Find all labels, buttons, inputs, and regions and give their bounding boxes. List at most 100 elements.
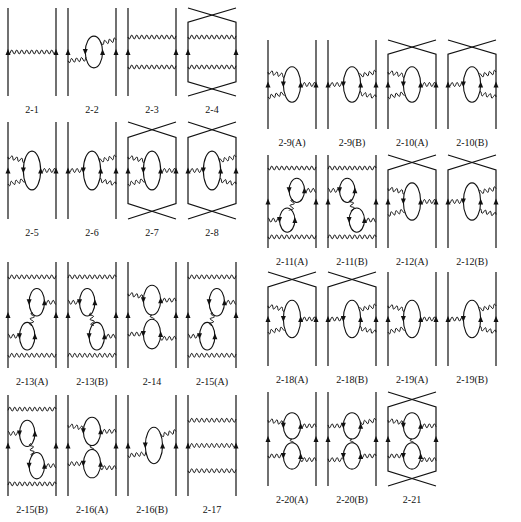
- arrowhead: [21, 168, 26, 174]
- interaction-line: [100, 178, 116, 185]
- particle-hole-bubble: [200, 322, 215, 350]
- arrowhead: [98, 461, 103, 467]
- goldstone-diagram: [66, 122, 119, 219]
- particle-hole-bubble: [463, 67, 480, 103]
- interaction-line: [8, 482, 56, 486]
- particle-hole-bubble: [143, 319, 160, 349]
- interaction-line: [44, 464, 56, 468]
- particle-hole-bubble: [403, 67, 420, 103]
- arrowhead: [358, 316, 363, 322]
- goldstone-diagram: [446, 272, 499, 366]
- particle-hole-bubble: [85, 36, 102, 68]
- interaction-line: [361, 454, 376, 458]
- fermion-line: [328, 272, 376, 366]
- arrowhead: [141, 168, 146, 174]
- fermion-line: [268, 272, 316, 366]
- particle-hole-bubble: [83, 450, 100, 478]
- diagram-number: 2-12(B): [442, 256, 502, 268]
- particle-hole-bubble: [203, 151, 220, 190]
- particle-hole-bubble: [343, 67, 360, 103]
- interaction-line: [301, 83, 316, 87]
- interaction-line: [480, 327, 496, 334]
- particle-hole-bubble: [143, 285, 160, 315]
- particle-hole-bubble: [463, 183, 480, 220]
- arrowhead: [374, 82, 379, 88]
- goldstone-diagram: [386, 40, 439, 129]
- diagram-number: 2-21: [382, 494, 442, 506]
- particle-hole-bubble: [283, 67, 300, 103]
- arrowhead: [143, 443, 148, 449]
- interaction-line: [328, 83, 343, 87]
- arrowhead: [114, 443, 119, 449]
- interaction-line: [44, 300, 56, 304]
- interaction-line: [388, 92, 405, 99]
- particle-hole-bubble: [343, 443, 360, 469]
- interaction-line: [68, 57, 86, 62]
- fermion-line: [268, 272, 316, 366]
- interaction-line: [328, 424, 343, 428]
- interaction-line: [68, 300, 80, 304]
- interaction-line: [8, 334, 20, 338]
- interaction-line: [268, 235, 316, 239]
- interaction-line: [128, 293, 143, 299]
- diagram-number: 2-8: [182, 227, 242, 239]
- interaction-line: [128, 179, 145, 186]
- interaction-line: [479, 187, 496, 194]
- interaction-line: [224, 300, 236, 304]
- arrowhead: [6, 443, 11, 449]
- arrowhead: [401, 199, 406, 205]
- arrowhead: [114, 49, 119, 55]
- particle-hole-bubble: [403, 443, 420, 469]
- fermion-line: [188, 8, 236, 96]
- arrowhead: [66, 49, 71, 55]
- particle-hole-bubble: [143, 151, 160, 190]
- interaction-line: [8, 407, 56, 411]
- interaction-line: [8, 275, 56, 279]
- interaction-line: [350, 439, 354, 443]
- particle-hole-bubble: [349, 208, 364, 232]
- interaction-line: [161, 169, 176, 173]
- fermion-line: [328, 272, 376, 366]
- arrowhead: [314, 199, 319, 205]
- particle-hole-bubble: [23, 151, 40, 190]
- particle-hole-bubble: [83, 417, 100, 445]
- interaction-line: [8, 179, 25, 186]
- arrowhead: [160, 443, 165, 449]
- interaction-line: [268, 71, 284, 78]
- interaction-line: [480, 92, 496, 99]
- interaction-line: [68, 275, 116, 279]
- arrowhead: [326, 199, 331, 205]
- diagram-number: 2-15(B): [2, 504, 62, 516]
- interaction-line: [99, 155, 116, 162]
- arrowhead: [6, 168, 11, 174]
- fermion-line: [448, 40, 496, 129]
- interaction-line: [101, 429, 116, 433]
- goldstone-diagram: [326, 272, 379, 366]
- particle-hole-bubble: [89, 322, 104, 350]
- fermion-line: [388, 392, 436, 486]
- interaction-line: [68, 353, 116, 357]
- diagram-number: 2-16(B): [122, 504, 182, 516]
- particle-hole-bubble: [80, 289, 95, 317]
- arrowhead: [358, 82, 363, 88]
- goldstone-diagram: [186, 262, 239, 368]
- goldstone-diagram: [266, 155, 319, 248]
- arrowhead: [266, 82, 271, 88]
- interaction-line: [128, 156, 144, 163]
- goldstone-diagram: [186, 395, 239, 496]
- arrowhead: [281, 316, 286, 322]
- goldstone-diagram: [266, 392, 319, 486]
- goldstone-diagram: [326, 392, 379, 486]
- arrowhead: [292, 217, 297, 223]
- interaction-line: [448, 317, 463, 321]
- interaction-line: [128, 332, 143, 336]
- interaction-line: [101, 466, 116, 470]
- arrowhead: [478, 199, 483, 205]
- particle-hole-bubble: [283, 300, 300, 338]
- interaction-line: [100, 38, 116, 45]
- interaction-line: [68, 169, 83, 173]
- goldstone-diagram: [6, 8, 59, 96]
- arrowhead: [374, 199, 379, 205]
- interaction-line: [479, 70, 496, 77]
